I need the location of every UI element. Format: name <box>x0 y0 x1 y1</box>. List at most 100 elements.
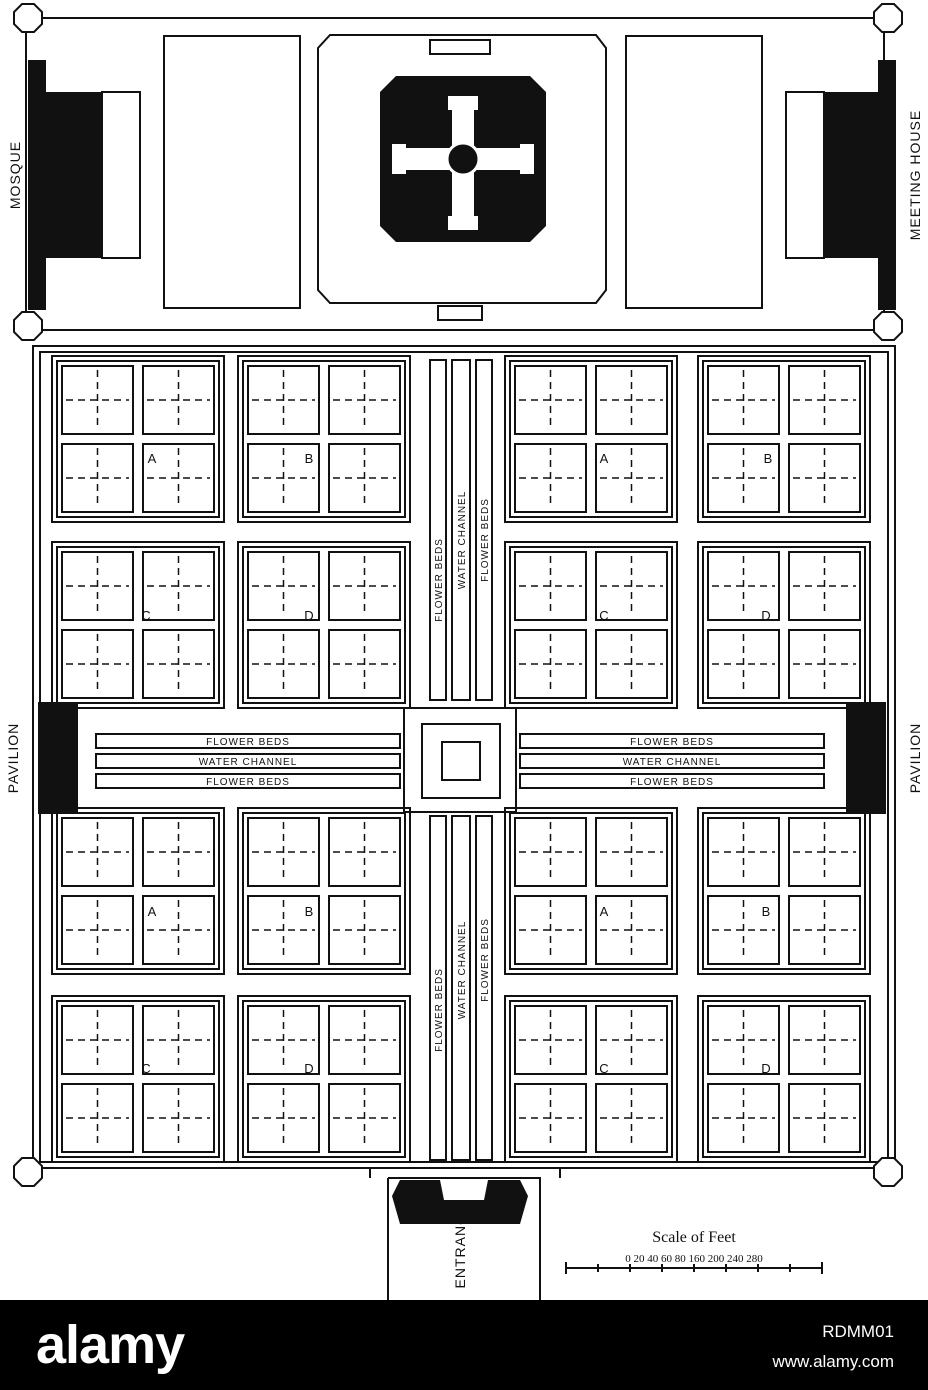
water-channel-strip <box>451 815 471 1161</box>
garden-plot-border <box>56 1000 220 1158</box>
garden-bed <box>142 895 215 965</box>
plot-letter-d: D <box>761 1061 770 1076</box>
corner-tower <box>873 311 903 341</box>
flower-beds-label: FLOWER BEDS <box>206 737 290 748</box>
garden-bed <box>514 1083 587 1153</box>
plot-letter-a: A <box>600 451 609 466</box>
garden-bed <box>707 1083 780 1153</box>
garden-bed <box>788 895 861 965</box>
central-channels <box>95 359 825 1161</box>
plot-letter-a: A <box>600 904 609 919</box>
garden-plot-border <box>509 546 673 704</box>
water-channel-strip <box>519 753 825 769</box>
garden-plot-border <box>242 360 406 518</box>
garden-plot-border <box>242 812 406 970</box>
garden-bed <box>788 1005 861 1075</box>
scale-bar: Scale of Feet 0 20 40 60 80 160 200 240 … <box>565 1229 823 1274</box>
mosque-wall <box>28 60 46 310</box>
site-url: www.alamy.com <box>772 1352 894 1371</box>
flower-beds-label: FLOWER BEDS <box>630 777 714 788</box>
plot-letter-b: B <box>305 451 314 466</box>
entrance-label: ENTRANCE <box>452 1203 468 1288</box>
scale-title: Scale of Feet <box>652 1229 736 1246</box>
water-channel-label: WATER CHANNEL <box>457 921 468 1020</box>
flower-bed-strip <box>519 733 825 749</box>
plot-letter-c: C <box>141 1061 150 1076</box>
pavilion-left-label: PAVILION <box>5 723 21 794</box>
garden-plot <box>697 807 871 975</box>
garden-bed <box>514 1005 587 1075</box>
garden-bed <box>142 1083 215 1153</box>
tomb-step-north <box>429 39 491 55</box>
tomb-end-south <box>448 216 478 230</box>
scale-ticks: 0 20 40 60 80 160 200 240 280 <box>625 1253 763 1265</box>
plot-letter-d: D <box>761 608 770 623</box>
garden-plot <box>697 995 871 1163</box>
corner-tower <box>13 3 43 33</box>
garden-bed <box>247 817 320 887</box>
garden-bed <box>788 817 861 887</box>
garden-bed <box>328 1083 401 1153</box>
flower-bed-strip <box>475 815 493 1161</box>
garden-bed <box>595 1005 668 1075</box>
garden-bed <box>61 895 134 965</box>
garden-bed <box>595 443 668 513</box>
garden-plot-border <box>702 360 866 518</box>
garden-bed <box>247 629 320 699</box>
pavilion-right-building <box>846 702 886 814</box>
garden-plot-border <box>509 1000 673 1158</box>
garden-plot <box>504 355 678 523</box>
garden-plot-border <box>56 812 220 970</box>
plot-letter-a: A <box>148 451 157 466</box>
garden-plot <box>504 995 678 1163</box>
garden-bed <box>595 629 668 699</box>
mosque-building <box>44 92 102 258</box>
garden-bed <box>61 551 134 621</box>
garden-bed <box>328 817 401 887</box>
plot-letter-d: D <box>304 1061 313 1076</box>
flower-beds-label: FLOWER BEDS <box>480 918 491 1002</box>
image-id: RDMM01 <box>822 1322 894 1341</box>
garden-bed <box>788 443 861 513</box>
garden-plot <box>51 995 225 1163</box>
garden-plot <box>697 541 871 709</box>
garden-bed <box>595 895 668 965</box>
garden-bed <box>514 817 587 887</box>
garden-bed <box>328 1005 401 1075</box>
garden-plot <box>237 995 411 1163</box>
tomb-central-chamber <box>445 141 481 177</box>
garden-bed <box>142 629 215 699</box>
plot-letter-b: B <box>305 904 314 919</box>
garden-bed <box>707 895 780 965</box>
garden-plot <box>51 807 225 975</box>
flower-bed-strip <box>475 359 493 701</box>
garden-plot-border <box>702 812 866 970</box>
garden-bed <box>247 895 320 965</box>
scale-line <box>565 1262 823 1274</box>
garden-plot <box>51 355 225 523</box>
plot-letter-d: D <box>304 608 313 623</box>
garden-plot-border <box>509 812 673 970</box>
plot-letter-b: B <box>764 451 773 466</box>
garden-plot-border <box>702 546 866 704</box>
garden-bed <box>247 365 320 435</box>
garden-bed <box>707 1005 780 1075</box>
plot-letter-c: C <box>141 608 150 623</box>
meeting-house-label: MEETING HOUSE <box>907 110 923 240</box>
plot-letters: A B A B C D C D A B A B C D C D <box>141 451 772 1076</box>
garden-plot-border <box>702 1000 866 1158</box>
garden-plot-border <box>56 546 220 704</box>
garden-bed <box>328 443 401 513</box>
corner-tower <box>873 3 903 33</box>
garden-bed <box>328 551 401 621</box>
flower-bed-strip <box>519 773 825 789</box>
flower-bed-strip <box>429 359 447 701</box>
garden-bed <box>61 365 134 435</box>
garden-bed <box>514 895 587 965</box>
garden-plot <box>237 355 411 523</box>
garden-plot <box>504 807 678 975</box>
garden-bed <box>707 443 780 513</box>
garden-plot <box>237 807 411 975</box>
tomb-step-south <box>437 305 483 321</box>
garden-bed <box>328 365 401 435</box>
